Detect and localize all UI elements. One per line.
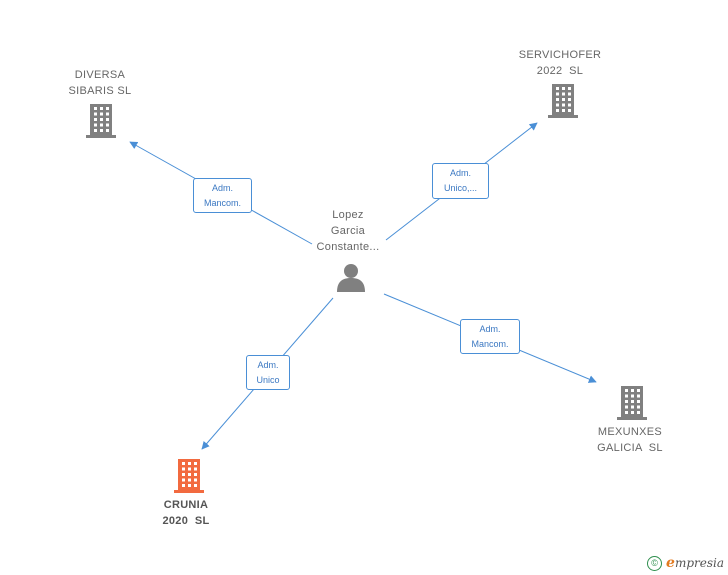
copyright-icon: ©: [647, 555, 663, 571]
role-box-crunia[interactable]: Adm. Unico: [246, 355, 290, 390]
role-box-mexunxes[interactable]: Adm. Mancom.: [460, 319, 520, 354]
brand-logo: empresia: [666, 555, 724, 571]
role-text: Adm. Unico,...: [443, 168, 477, 193]
company-label-diversa[interactable]: DIVERSA SIBARIS SL: [68, 69, 132, 97]
role-text: Adm. Mancom.: [471, 324, 509, 349]
role-text: Adm. Mancom.: [203, 183, 241, 208]
building-icon[interactable]: [617, 386, 647, 420]
building-icon[interactable]: [174, 459, 204, 493]
company-label-crunia[interactable]: CRUNIA 2020 SL: [162, 499, 210, 527]
person-icon[interactable]: [337, 264, 365, 292]
building-icon[interactable]: [548, 84, 578, 118]
role-text: Adm. Unico: [256, 360, 280, 385]
building-icon[interactable]: [86, 104, 116, 138]
company-label-mexunxes[interactable]: MEXUNXES GALICIA SL: [597, 426, 663, 454]
footer-brand: © empresia: [647, 555, 724, 571]
company-label-servichofer[interactable]: SERVICHOFER 2022 SL: [518, 49, 602, 77]
role-box-servichofer[interactable]: Adm. Unico,...: [432, 163, 489, 199]
person-label[interactable]: Lopez Garcia Constante...: [316, 209, 380, 253]
role-box-diversa[interactable]: Adm. Mancom.: [193, 178, 252, 213]
